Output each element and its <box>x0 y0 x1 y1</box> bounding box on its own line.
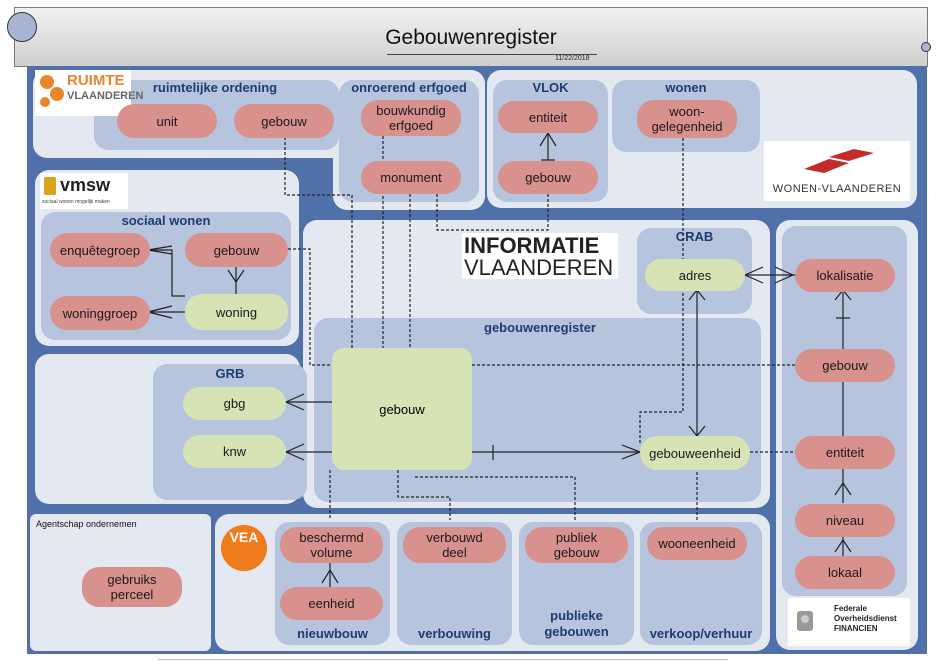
label-verkoop-verhuur: verkoop/verhuur <box>649 626 753 641</box>
node-knw[interactable]: knw <box>183 435 286 468</box>
node-wooneenheid[interactable]: wooneenheid <box>647 527 747 560</box>
node-ro-gebouw[interactable]: gebouw <box>234 104 334 138</box>
label-sociaal-wonen: sociaal wonen <box>121 213 211 228</box>
node-gbg[interactable]: gbg <box>183 387 286 420</box>
page-title: Gebouwenregister <box>385 26 557 49</box>
label-wonen: wonen <box>665 80 707 95</box>
ruimte-logo-icon <box>40 75 64 107</box>
node-woning[interactable]: woning <box>185 294 288 330</box>
vea-logo: VEA <box>221 525 267 571</box>
label-ruimtelijke-ordening: ruimtelijke ordening <box>152 80 278 95</box>
bottom-divider <box>158 659 728 660</box>
node-gebruiksperceel[interactable]: gebruiks perceel <box>82 567 182 607</box>
ruimte-vlaanderen-logo: RUIMTE VLAANDEREN <box>35 70 143 116</box>
belgian-crest-icon <box>797 611 813 631</box>
vmsw-logo: vmsw sociaal wonen mogelijk maken <box>40 173 128 209</box>
node-monument[interactable]: monument <box>361 161 461 194</box>
label-grb: GRB <box>215 366 245 381</box>
informatie-logo-text-1: INFORMATIE <box>464 233 600 258</box>
vmsw-logo-text: vmsw <box>60 175 111 195</box>
label-nieuwbouw: nieuwbouw <box>297 626 368 641</box>
vmsw-logo-icon <box>44 177 56 195</box>
node-enquetegroep[interactable]: enquêtegroep <box>50 233 150 267</box>
node-lokalisatie[interactable]: lokalisatie <box>795 259 895 292</box>
node-eenheid[interactable]: eenheid <box>280 587 383 620</box>
wonen-vlaanderen-logo: WONEN-VLAANDEREN <box>764 141 910 201</box>
date-label: 11/22/2018 <box>555 55 590 62</box>
node-vlok-entiteit[interactable]: entiteit <box>498 101 598 133</box>
label-gebouwenregister: gebouwenregister <box>484 320 596 335</box>
informatie-vlaanderen-logo: INFORMATIE VLAANDEREN <box>462 233 618 280</box>
node-vlok-gebouw[interactable]: gebouw <box>498 161 598 194</box>
label-onroerend-erfgoed: onroerend erfgoed <box>351 80 467 95</box>
fod-financien-logo: Federale Overheidsdienst FINANCIEN <box>788 598 910 646</box>
node-gebouweenheid[interactable]: gebouweenheid <box>640 436 750 470</box>
group-grb <box>153 364 307 500</box>
ruimte-logo-text-2: VLAANDEREN <box>67 90 144 102</box>
node-woninggroep[interactable]: woninggroep <box>50 296 150 330</box>
title-underline <box>387 54 597 55</box>
node-central-gebouw[interactable]: gebouw <box>332 348 472 470</box>
node-unit[interactable]: unit <box>117 104 217 138</box>
resize-handle-left[interactable] <box>7 12 37 42</box>
label-verbouwing: verbouwing <box>418 626 491 641</box>
label-crab: CRAB <box>675 229 714 244</box>
node-fod-entiteit[interactable]: entiteit <box>795 436 895 469</box>
vmsw-logo-tagline: sociaal wonen mogelijk maken <box>42 199 110 205</box>
label-publieke-gebouwen: publieke gebouwen <box>544 608 609 639</box>
label-agentschap: Agentschap ondernemen <box>36 519 137 529</box>
node-fod-gebouw[interactable]: gebouw <box>795 349 895 382</box>
node-niveau[interactable]: niveau <box>795 504 895 537</box>
node-verbouwd-deel[interactable]: verbouwd deel <box>403 527 506 563</box>
node-publiek-gebouw[interactable]: publiek gebouw <box>525 527 628 563</box>
node-sw-gebouw[interactable]: gebouw <box>185 233 288 267</box>
node-lokaal[interactable]: lokaal <box>795 556 895 589</box>
wonen-logo-text: WONEN-VLAANDEREN <box>772 183 902 195</box>
title-bar: Gebouwenregister 11/22/2018 <box>14 7 928 67</box>
vea-logo-text: VEA <box>229 529 259 545</box>
node-bouwkundig-erfgoed[interactable]: bouwkundig erfgoed <box>361 100 461 136</box>
ruimte-logo-text-1: RUIMTE <box>67 72 125 89</box>
resize-handle-right[interactable] <box>921 42 931 52</box>
label-vlok: VLOK <box>532 80 569 95</box>
informatie-logo-text-2: VLAANDEREN <box>464 255 614 280</box>
wonen-logo-icon <box>804 149 874 173</box>
node-adres[interactable]: adres <box>645 259 745 291</box>
node-woongelegenheid[interactable]: woon-gelegenheid <box>637 100 737 138</box>
fod-logo-text: Federale Overheidsdienst FINANCIEN <box>834 604 897 633</box>
node-beschermd-volume[interactable]: beschermd volume <box>280 527 383 563</box>
